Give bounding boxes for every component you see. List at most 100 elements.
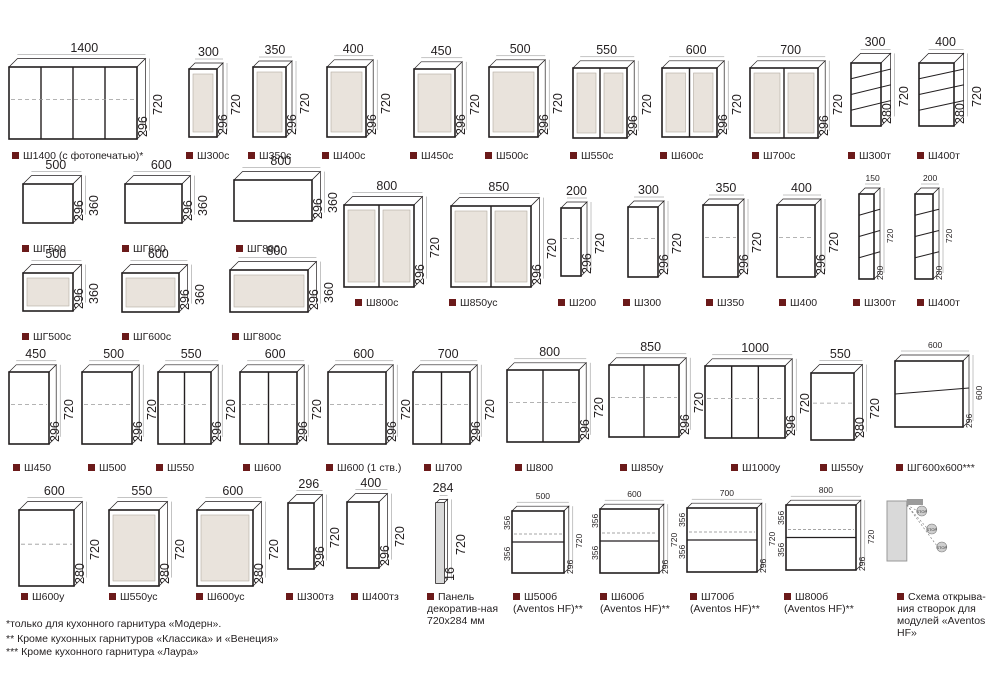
marker-square bbox=[752, 152, 759, 159]
dim-depth: 296 bbox=[660, 559, 670, 574]
open-shelf bbox=[894, 387, 970, 395]
cabinet-label: Панель декоратив-ная 720х284 мм bbox=[427, 591, 507, 627]
cabinet-label: Ш450 bbox=[13, 462, 51, 474]
cabinet-code: Ш200 bbox=[569, 297, 597, 309]
marker-square bbox=[156, 464, 163, 471]
footnote-1: *только для кухонного гарнитура «Модерн»… bbox=[6, 618, 222, 630]
cabinet-front bbox=[124, 183, 183, 224]
glass-panel bbox=[26, 277, 70, 307]
cabinet-3 bbox=[326, 55, 378, 138]
dim-width: 1000 bbox=[741, 340, 769, 355]
dim-depth: 296 bbox=[296, 421, 310, 442]
cabinet-44 bbox=[686, 498, 767, 573]
cabinet-label: ШГ800 bbox=[236, 243, 280, 255]
cabinet-20 bbox=[627, 196, 669, 278]
cabinet-code: Ш300с bbox=[197, 150, 230, 162]
cabinet-label: Ш600ус bbox=[196, 591, 245, 603]
open-shelf bbox=[918, 68, 964, 80]
cabinet-code: Схема открыва-ния створок для модулей «A… bbox=[897, 591, 986, 639]
open-shelf bbox=[858, 230, 881, 237]
cabinet-30 bbox=[412, 360, 482, 445]
cabinet-top bbox=[413, 61, 464, 70]
marker-square bbox=[322, 152, 329, 159]
dim-lower: 356 bbox=[502, 546, 512, 561]
dim-width: 600 bbox=[928, 340, 943, 350]
dim-width: 800 bbox=[266, 243, 288, 258]
cabinet-code: Ш300 bbox=[634, 297, 662, 309]
dim-depth: 296 bbox=[413, 264, 427, 285]
cabinet-label: Ш600 (1 ств.) bbox=[326, 462, 401, 474]
marker-square bbox=[706, 299, 713, 306]
dim-depth: 16 bbox=[443, 567, 457, 581]
cabinet-label: Ш200 bbox=[558, 297, 596, 309]
dim-width: 600 bbox=[627, 489, 642, 500]
dim-height: 720 bbox=[379, 93, 394, 114]
glass-panel bbox=[330, 71, 363, 133]
marker-square bbox=[248, 152, 255, 159]
cabinet-label: ШГ500 bbox=[22, 243, 66, 255]
dim-depth: 296 bbox=[454, 114, 468, 135]
cabinet-42 bbox=[511, 501, 574, 574]
cabinet-33 bbox=[704, 354, 797, 439]
dim-upper: 356 bbox=[590, 514, 600, 529]
marker-square bbox=[660, 152, 667, 159]
cabinet-front bbox=[233, 179, 313, 222]
dim-height: 720 bbox=[310, 399, 325, 420]
dim-depth: 296 bbox=[784, 415, 798, 436]
scheme-lid bbox=[906, 499, 923, 505]
cabinet-label: Ш1400 (с фотопечатью)* bbox=[12, 150, 143, 162]
cabinet-15 bbox=[121, 260, 192, 313]
marker-square bbox=[690, 593, 697, 600]
stop-label: STOP bbox=[926, 527, 937, 532]
cabinet-code: Ш400т bbox=[928, 150, 960, 162]
marker-square bbox=[558, 299, 565, 306]
dim-depth: 296 bbox=[313, 546, 327, 567]
dim-depth: 296 bbox=[758, 558, 768, 573]
dim-width: 600 bbox=[222, 483, 244, 498]
dim-width: 500 bbox=[45, 157, 67, 172]
cabinet-code: Ш300тз bbox=[297, 591, 334, 603]
cabinet-23 bbox=[858, 183, 885, 280]
dim-height: 720 bbox=[573, 533, 584, 548]
glass-panel bbox=[787, 72, 815, 134]
dim-width: 800 bbox=[270, 153, 292, 168]
cabinet-code: Ш1400 (с фотопечатью)* bbox=[23, 150, 144, 162]
cabinet-5 bbox=[488, 55, 550, 138]
dim-depth: 280 bbox=[875, 265, 885, 280]
dim-depth: 296 bbox=[565, 559, 575, 574]
open-shelf bbox=[858, 208, 881, 216]
cabinet-label: Ш350с bbox=[248, 150, 291, 162]
cabinet-label: Ш800 bbox=[515, 462, 553, 474]
dim-width: 600 bbox=[685, 42, 707, 57]
dim-width: 600 bbox=[43, 483, 65, 498]
cabinet-label: ШГ500с bbox=[22, 331, 71, 343]
marker-square bbox=[22, 245, 29, 252]
cabinet-code: ШГ600 bbox=[133, 243, 166, 255]
marker-square bbox=[232, 333, 239, 340]
dim-width: 600 bbox=[147, 246, 169, 261]
dim-depth: 296 bbox=[626, 115, 640, 136]
cabinet-top bbox=[749, 60, 827, 69]
marker-square bbox=[122, 333, 129, 340]
marker-square bbox=[236, 245, 243, 252]
dim-width: 400 bbox=[935, 35, 956, 50]
cabinet-16 bbox=[229, 257, 321, 313]
cabinet-label: Ш800с bbox=[355, 297, 398, 309]
cabinet-top bbox=[488, 59, 547, 68]
dim-depth: 280 bbox=[953, 103, 967, 124]
dim-width: 296 bbox=[298, 476, 320, 491]
cabinet-code: Ш600у bbox=[32, 591, 65, 603]
marker-square bbox=[22, 333, 29, 340]
cabinet-43 bbox=[599, 499, 669, 574]
dim-depth: 296 bbox=[72, 200, 86, 221]
cabinet-label: ШГ800с bbox=[232, 331, 281, 343]
cabinet-code: Ш300т bbox=[864, 297, 896, 309]
cabinet-label: Ш300т bbox=[848, 150, 891, 162]
dim-height: 720 bbox=[868, 397, 883, 419]
glass-panel bbox=[603, 72, 624, 134]
dim-depth: 296 bbox=[530, 264, 544, 285]
marker-square bbox=[570, 152, 577, 159]
cabinet-label: Ш350 bbox=[706, 297, 744, 309]
marker-square bbox=[600, 593, 607, 600]
